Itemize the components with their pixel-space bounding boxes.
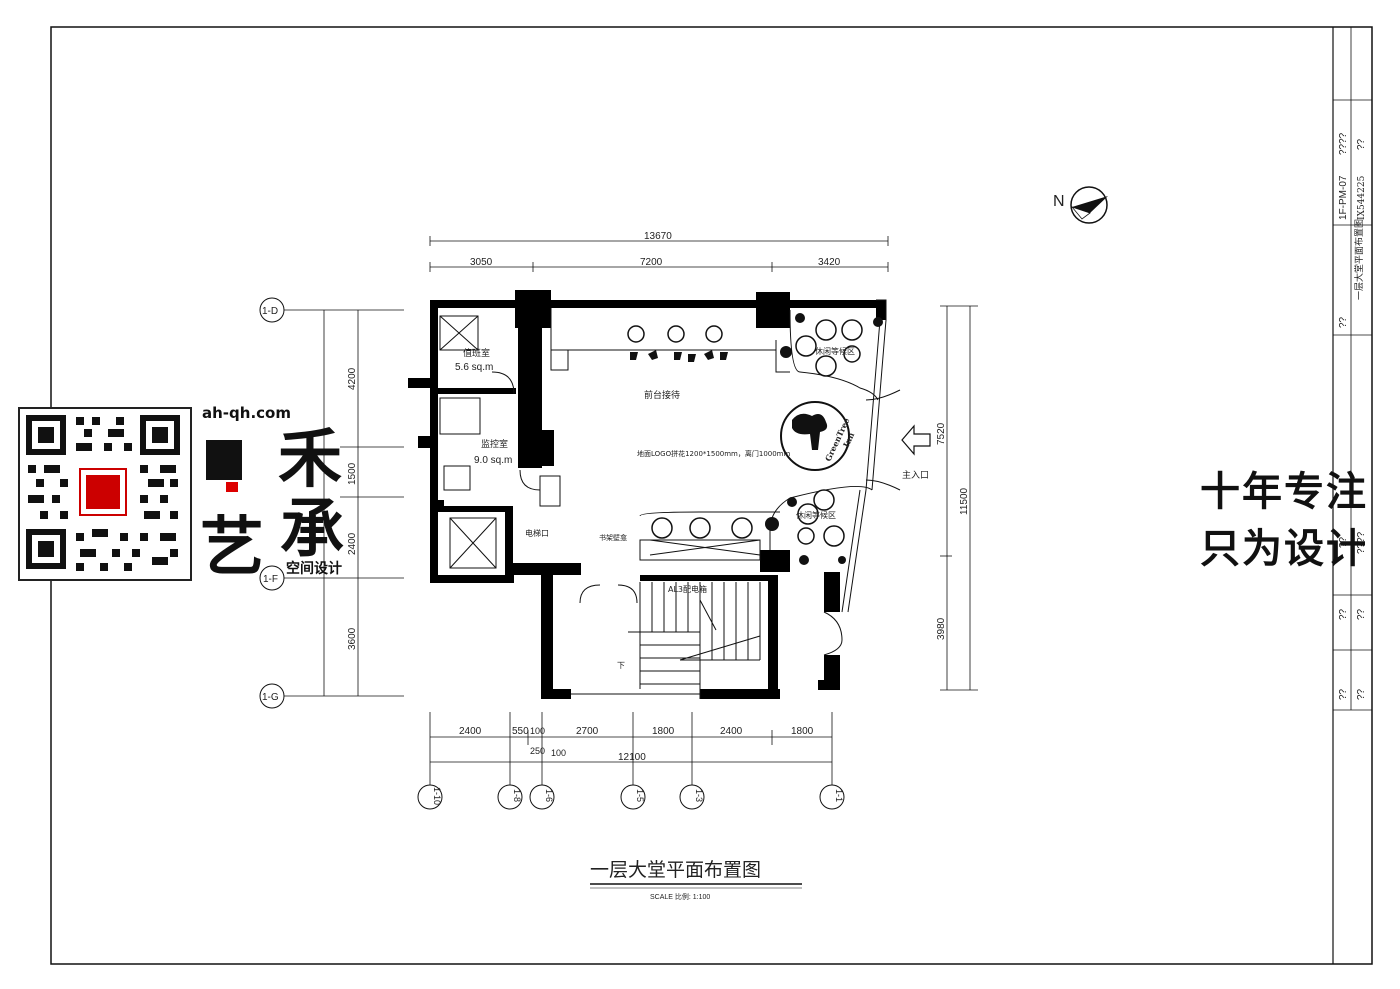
- label-panel: AL3配电箱: [668, 584, 707, 594]
- dim-left-3: 2400: [347, 532, 358, 555]
- label-lounge-bottom: 休闲等候区: [796, 510, 836, 520]
- dim-top-3: 3420: [818, 257, 841, 268]
- brand-char-1: 禾: [278, 422, 342, 497]
- main-entrance-arrow-icon: [901, 424, 931, 456]
- label-elevator: 电梯口: [525, 528, 549, 538]
- dim-bot-7: 1800: [791, 726, 814, 737]
- tb-p2: ??: [1338, 316, 1349, 328]
- dim-top-total: 13670: [644, 231, 672, 242]
- brand-char-3: 艺: [200, 510, 264, 585]
- dim-bot-5: 1800: [652, 726, 675, 737]
- label-duty-room: 值班室: [463, 347, 490, 359]
- dim-bot-2: 550: [512, 726, 529, 737]
- dim-left-1: 4200: [347, 367, 358, 390]
- tb-p8: ??: [1356, 688, 1367, 700]
- bottom-dimensions: [429, 712, 833, 785]
- label-logo-note: 地面LOGO拼花1200*1500mm，离门1000mm: [637, 449, 790, 458]
- left-dimensions: [284, 309, 404, 697]
- svg-text:1-5: 1-5: [635, 789, 645, 802]
- north-arrow-icon: N: [1053, 186, 1108, 224]
- reception-chairs: [630, 350, 728, 362]
- label-reception: 前台接待: [644, 389, 680, 401]
- brand-red-dot: [226, 482, 238, 492]
- tb-p0: ????: [1338, 132, 1349, 155]
- label-lounge-top: 休闲等候区: [815, 346, 855, 356]
- dim-top-1: 3050: [470, 257, 493, 268]
- lounge-bottom-seating: [651, 489, 845, 547]
- tb-p5: ??: [1338, 608, 1349, 620]
- dim-top-2: 7200: [640, 257, 663, 268]
- axis-row-1D: 1-D: [259, 297, 285, 323]
- svg-text:1-6: 1-6: [544, 789, 554, 802]
- label-main-entrance: 主入口: [902, 469, 929, 481]
- tb-p1: ??: [1356, 138, 1367, 150]
- dim-bot-3: 100: [530, 726, 545, 736]
- dim-left-4: 3600: [347, 627, 358, 650]
- dim-right-total: 11500: [959, 487, 970, 515]
- qr-pattern-icon: [26, 415, 180, 571]
- brand-url: ah-qh.com: [202, 404, 291, 422]
- svg-text:1-G: 1-G: [262, 692, 279, 703]
- svg-text:1-10: 1-10: [432, 787, 442, 805]
- axis-col-1-1: 1-1: [819, 784, 845, 810]
- north-label: N: [1053, 193, 1065, 210]
- title-block: 1F-PM-07 IX544225 一层大堂平面布置图 ???? ?? ?? ?…: [1332, 27, 1372, 964]
- lounge-top-seating: [795, 319, 863, 377]
- svg-text:1-F: 1-F: [263, 574, 278, 585]
- greentree-logo: GreenTree Inn: [780, 401, 856, 471]
- slogan-line-1: 十年专注: [1200, 469, 1368, 515]
- dim-bot-small-1: 250: [530, 746, 545, 756]
- brand-subtitle: 空间设计: [286, 561, 342, 577]
- axis-col-1-10: 1-10: [417, 784, 443, 810]
- tb-drawing-no: 1F-PM-07: [1338, 175, 1349, 220]
- svg-text:1-8: 1-8: [512, 789, 522, 802]
- dim-bot-6: 2400: [720, 726, 743, 737]
- floor-plan-lines: [439, 299, 901, 699]
- slogan-line-2: 只为设计: [1200, 526, 1368, 572]
- svg-text:1-D: 1-D: [262, 306, 278, 317]
- label-monitor-room: 监控室: [481, 438, 508, 450]
- dim-right-1: 7520: [936, 422, 947, 445]
- brand-char-2: 承: [280, 492, 344, 567]
- floor-plan-walls: [408, 290, 886, 699]
- label-duty-area: 5.6 sq.m: [455, 362, 493, 373]
- axis-col-1-8: 1-8: [497, 784, 523, 810]
- axis-col-1-5: 1-5: [620, 784, 646, 810]
- dim-bot-4: 2700: [576, 726, 599, 737]
- bar-stools: [627, 325, 723, 343]
- dim-bot-small-2: 100: [551, 748, 566, 758]
- dim-bot-total: 12100: [618, 752, 646, 763]
- tb-p7: ??: [1338, 688, 1349, 700]
- dim-right-2: 3980: [936, 617, 947, 640]
- qr-code: [18, 407, 192, 581]
- top-dimensions: [429, 236, 889, 272]
- tb-p3: ????: [1356, 531, 1367, 554]
- dim-left-2: 1500: [347, 462, 358, 485]
- axis-row-1F: 1-F: [259, 565, 285, 591]
- label-monitor-area: 9.0 sq.m: [474, 455, 512, 466]
- tb-code: IX544225: [1357, 175, 1367, 220]
- tb-p4: ??: [1338, 536, 1349, 548]
- tb-sheet-name: 一层大堂平面布置图: [1353, 219, 1365, 300]
- plant-icons: [765, 313, 883, 565]
- dim-bot-1: 2400: [459, 726, 482, 737]
- svg-text:1-3: 1-3: [694, 789, 704, 802]
- axis-row-1G: 1-G: [259, 683, 285, 709]
- drawing-title: 一层大堂平面布置图: [590, 859, 761, 881]
- brand-red-mark: [206, 440, 242, 480]
- right-dimensions: [940, 305, 978, 691]
- drawing-scale: SCALE 比例: 1:100: [650, 892, 710, 901]
- axis-col-1-3: 1-3: [679, 784, 705, 810]
- axis-col-1-6: 1-6: [529, 784, 555, 810]
- tb-p6: ??: [1356, 608, 1367, 620]
- svg-text:1-1: 1-1: [834, 789, 844, 802]
- label-bookshelf: 书架壁龛: [599, 533, 627, 542]
- label-down: 下: [617, 661, 625, 670]
